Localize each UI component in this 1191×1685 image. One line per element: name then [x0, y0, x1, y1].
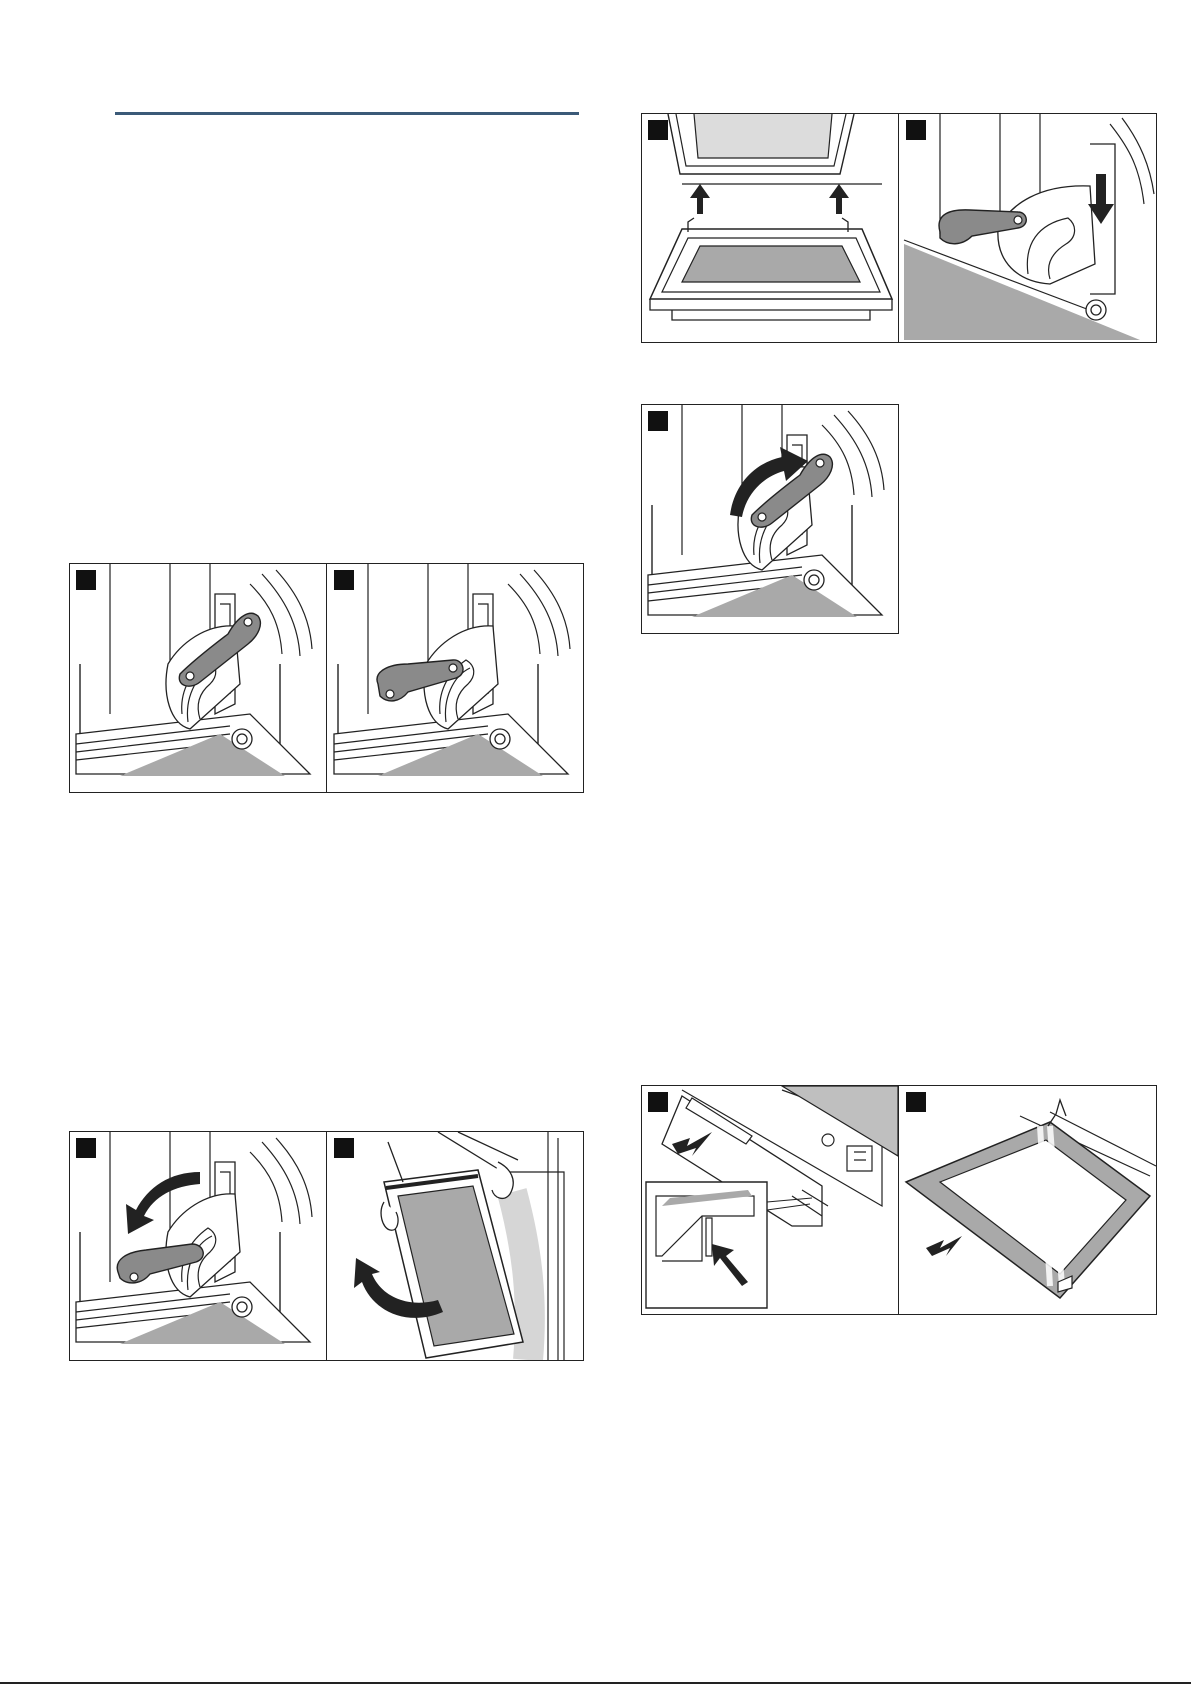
- figure-hinge-unlock: [69, 563, 584, 793]
- panel-door-insert-arrows: [642, 114, 898, 342]
- arrow-pull-out-icon: [926, 1236, 962, 1256]
- step-badge: [76, 1138, 96, 1158]
- panel-glass-pane-pull-out: [900, 1086, 1156, 1314]
- panel-hinge-lever-rotate-up: [642, 405, 898, 633]
- step-badge: [906, 120, 926, 140]
- step-badge: [648, 411, 668, 431]
- figure-door-removal: [69, 1131, 584, 1361]
- panel-hinge-lever-folded: [328, 564, 584, 792]
- panel-hinge-lever-rotate-down: [70, 1132, 326, 1360]
- arrow-up-right-icon: [829, 184, 849, 214]
- figure-glass-removal: [641, 1085, 1157, 1315]
- section-rule: [115, 112, 579, 115]
- figure-hinge-lock: [641, 404, 899, 634]
- panel-door-lift-out: [328, 1132, 584, 1360]
- arrow-up-left-icon: [690, 184, 710, 214]
- panel-clip-release-detail: [642, 1086, 898, 1314]
- step-badge: [334, 1138, 354, 1158]
- panel-hinge-lever-up: [70, 564, 326, 792]
- footer-line: [0, 1682, 1191, 1684]
- step-badge: [76, 570, 96, 590]
- step-badge: [648, 1092, 668, 1112]
- figure-door-insert: [641, 113, 1157, 343]
- step-badge: [906, 1092, 926, 1112]
- step-badge: [648, 120, 668, 140]
- step-badge: [334, 570, 354, 590]
- panel-hinge-slot-push-down: [900, 114, 1156, 342]
